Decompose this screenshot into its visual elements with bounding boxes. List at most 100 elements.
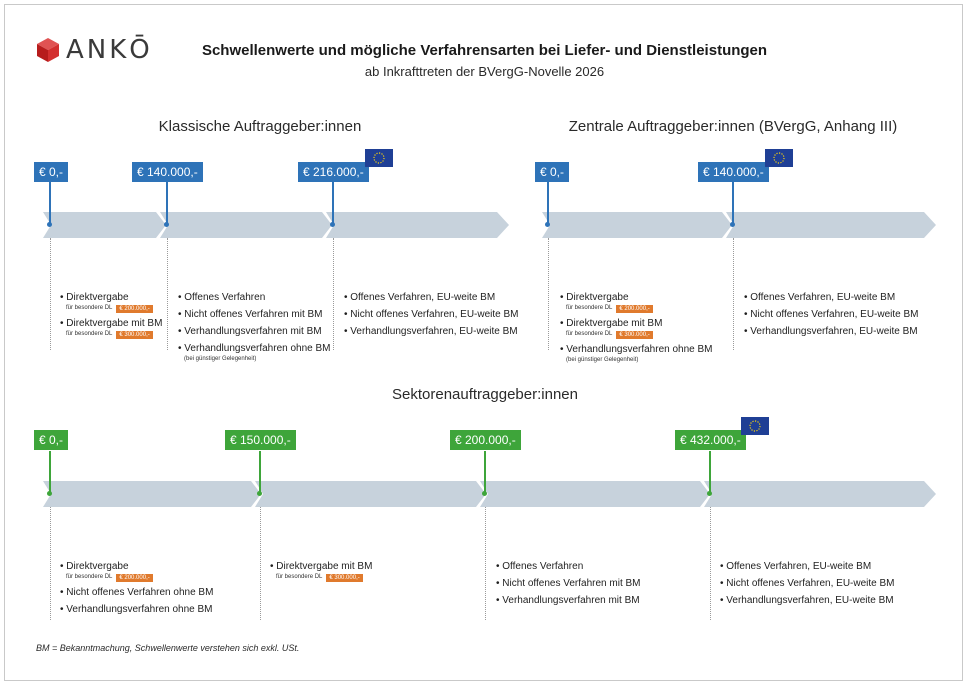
- sub-label: für besondere DL: [566, 305, 613, 311]
- section-title-klassisch: Klassische Auftraggeber:innen: [158, 118, 362, 135]
- list-item: Verhandlungsverfahren ohne BM: [60, 604, 213, 616]
- logo-text: ANKŌ: [66, 35, 153, 65]
- list-item-note: (bei günstiger Gelegenheit): [566, 357, 639, 363]
- band-segment: [255, 481, 486, 507]
- threshold-dot: [47, 491, 52, 496]
- procedure-list-klassisch-1: Offenes Verfahren Nicht offenes Verfahre…: [178, 292, 331, 364]
- divider-line: [260, 507, 261, 620]
- list-item-sub: für besondere DL€ 300.000,-: [66, 330, 162, 339]
- page-title: Schwellenwerte und mögliche Verfahrensar…: [201, 42, 768, 59]
- list-item-note: (bei günstiger Gelegenheit): [184, 356, 257, 362]
- divider-line: [485, 507, 486, 620]
- list-item: Verhandlungsverfahren ohne BM: [178, 343, 330, 355]
- procedure-list-klassisch-2: Offenes Verfahren, EU-weite BM Nicht off…: [344, 292, 519, 338]
- list-item: Nicht offenes Verfahren mit BM: [178, 309, 331, 321]
- sub-label: für besondere DL: [66, 305, 113, 311]
- sub-label: für besondere DL: [566, 331, 613, 337]
- list-item: Nicht offenes Verfahren mit BM: [496, 578, 640, 590]
- list-item: Nicht offenes Verfahren, EU-weite BM: [744, 309, 918, 321]
- threshold-stem: [49, 451, 51, 493]
- amount-badge: € 300.000,-: [116, 330, 153, 339]
- page-subtitle: ab Inkrafttreten der BVergG-Novelle 2026: [364, 64, 605, 79]
- timeline-band-sektoren: [43, 481, 936, 507]
- band-segment: [43, 212, 166, 238]
- threshold-tag-zentral-0: € 0,-: [535, 162, 570, 182]
- threshold-stem: [547, 182, 549, 224]
- list-item: Offenes Verfahren, EU-weite BM: [744, 292, 919, 304]
- band-segment: [160, 212, 332, 238]
- procedure-list-sektoren-3: Offenes Verfahren, EU-weite BM Nicht off…: [720, 561, 895, 607]
- list-item: Verhandlungsverfahren mit BM: [178, 326, 331, 338]
- list-item-sub: für besondere DL€ 300.000,-: [566, 330, 713, 339]
- list-item: Verhandlungsverfahren ohne BM: [560, 344, 712, 356]
- threshold-stem: [332, 182, 334, 224]
- list-item: Offenes Verfahren: [496, 561, 641, 573]
- list-item: Verhandlungsverfahren, EU-weite BM: [344, 326, 519, 338]
- sub-label: für besondere DL: [66, 331, 113, 337]
- list-item: Verhandlungsverfahren, EU-weite BM: [744, 326, 919, 338]
- list-item: Offenes Verfahren, EU-weite BM: [344, 292, 519, 304]
- list-item: Direktvergabe: [60, 292, 162, 304]
- threshold-dot: [707, 491, 712, 496]
- divider-line: [733, 238, 734, 350]
- amount-badge: € 200.000,-: [116, 304, 153, 313]
- threshold-stem: [166, 182, 168, 224]
- sub-label: für besondere DL: [66, 574, 113, 580]
- timeline-band-zentral: [542, 212, 936, 238]
- list-item: Direktvergabe mit BM: [270, 561, 372, 573]
- procedure-list-zentral-1: Offenes Verfahren, EU-weite BM Nicht off…: [744, 292, 919, 338]
- ankoe-logo-icon: [37, 38, 59, 62]
- list-item: Nicht offenes Verfahren ohne BM: [60, 587, 213, 599]
- list-item: Offenes Verfahren, EU-weite BM: [720, 561, 895, 573]
- threshold-dot: [257, 491, 262, 496]
- amount-badge: € 200.000,-: [616, 304, 653, 313]
- threshold-tag-sektoren-0: € 0,-: [34, 430, 69, 450]
- list-item: Verhandlungsverfahren mit BM: [496, 595, 641, 607]
- list-item-sub: für besondere DL€ 200.000,-: [566, 304, 713, 313]
- list-item: Direktvergabe: [560, 292, 713, 304]
- threshold-stem: [732, 182, 734, 224]
- procedure-list-sektoren-1: Direktvergabe mit BM für besondere DL€ 3…: [270, 561, 372, 582]
- list-item-sub: für besondere DL€ 300.000,-: [276, 573, 372, 582]
- band-segment: [480, 481, 710, 507]
- timeline-band-klassisch: [43, 212, 509, 238]
- logo: ANKŌ: [36, 36, 153, 64]
- threshold-dot: [482, 491, 487, 496]
- footnote: BM = Bekanntmachung, Schwellenwerte vers…: [36, 643, 300, 653]
- band-segment: [43, 481, 261, 507]
- eu-flag-icon: [765, 149, 793, 167]
- threshold-tag-klassisch-216000: € 216.000,-: [298, 162, 369, 182]
- amount-badge: € 300.000,-: [326, 573, 363, 582]
- threshold-tag-zentral-140000: € 140.000,-: [698, 162, 769, 182]
- threshold-tag-sektoren-150000: € 150.000,-: [225, 430, 296, 450]
- list-item: Nicht offenes Verfahren, EU-weite BM: [344, 309, 518, 321]
- band-segment: [726, 212, 936, 238]
- procedure-list-zentral-0: Direktvergabe für besondere DL€ 200.000,…: [560, 292, 713, 365]
- threshold-stem: [709, 451, 711, 493]
- section-title-sektoren: Sektorenauftraggeber:innen: [392, 386, 578, 403]
- threshold-tag-klassisch-140000: € 140.000,-: [132, 162, 203, 182]
- section-title-zentral: Zentrale Auftraggeber:innen (BVergG, Anh…: [568, 118, 898, 135]
- divider-line: [50, 507, 51, 620]
- threshold-tag-sektoren-200000: € 200.000,-: [450, 430, 521, 450]
- list-item: Direktvergabe: [60, 561, 213, 573]
- threshold-tag-sektoren-432000: € 432.000,-: [675, 430, 746, 450]
- divider-line: [548, 238, 549, 350]
- threshold-dot: [164, 222, 169, 227]
- procedure-list-klassisch-0: Direktvergabe für besondere DL€ 200.000,…: [60, 292, 162, 339]
- threshold-stem: [49, 182, 51, 224]
- list-item: Offenes Verfahren: [178, 292, 331, 304]
- divider-line: [50, 238, 51, 350]
- divider-line: [333, 238, 334, 350]
- list-item: Nicht offenes Verfahren, EU-weite BM: [720, 578, 894, 590]
- threshold-stem: [259, 451, 261, 493]
- sub-label: für besondere DL: [276, 574, 323, 580]
- list-item-sub: für besondere DL€ 200.000,-: [66, 573, 213, 582]
- procedure-list-sektoren-2: Offenes Verfahren Nicht offenes Verfahre…: [496, 561, 641, 607]
- band-segment: [542, 212, 732, 238]
- divider-line: [710, 507, 711, 620]
- threshold-dot: [47, 222, 52, 227]
- list-item: Direktvergabe mit BM: [560, 318, 713, 330]
- eu-flag-icon: [741, 417, 769, 435]
- threshold-tag-klassisch-0: € 0,-: [34, 162, 69, 182]
